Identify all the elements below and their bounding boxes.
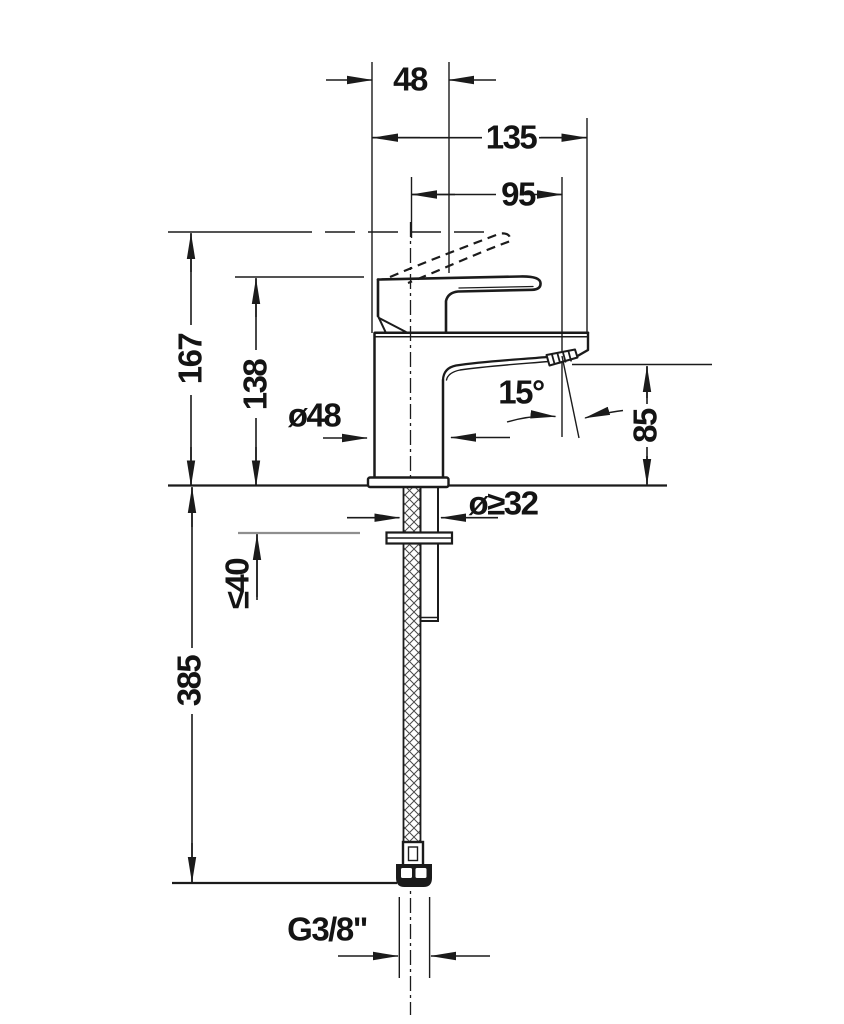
supply-hose-and-shank xyxy=(385,486,454,887)
spout-angle-reference xyxy=(506,355,624,439)
faucet-body-outline xyxy=(366,275,590,489)
dim-deck-thickness-label: ≤40 xyxy=(218,558,256,610)
dim-spout-height-label: 85 xyxy=(626,409,664,443)
extension-lines xyxy=(168,62,712,978)
dim-spout-angle-label: 15° xyxy=(498,373,545,411)
threaded-shank xyxy=(419,486,439,622)
dim-thread-size-label: G3/8" xyxy=(287,910,368,948)
mounting-deck-lines xyxy=(168,484,667,885)
hose-connector-neck xyxy=(401,840,425,868)
dim-hose-length-label: 385 xyxy=(170,655,208,707)
dim-total-reach-label: 135 xyxy=(485,118,538,156)
dim-total-height-label: 167 xyxy=(171,333,209,385)
dim-top-width-label: 48 xyxy=(393,60,428,98)
dim-spout-reach-label: 95 xyxy=(501,175,536,213)
dim-body-height-label: 138 xyxy=(236,359,274,411)
base-plate xyxy=(366,476,450,489)
lever-handle xyxy=(376,275,542,334)
dimension-lines xyxy=(186,75,652,961)
dim-body-diameter-label: ø48 xyxy=(287,396,342,434)
dim-hole-diameter-label: ø≥32 xyxy=(468,484,539,522)
raised-lever-dashed-outline xyxy=(389,232,512,285)
